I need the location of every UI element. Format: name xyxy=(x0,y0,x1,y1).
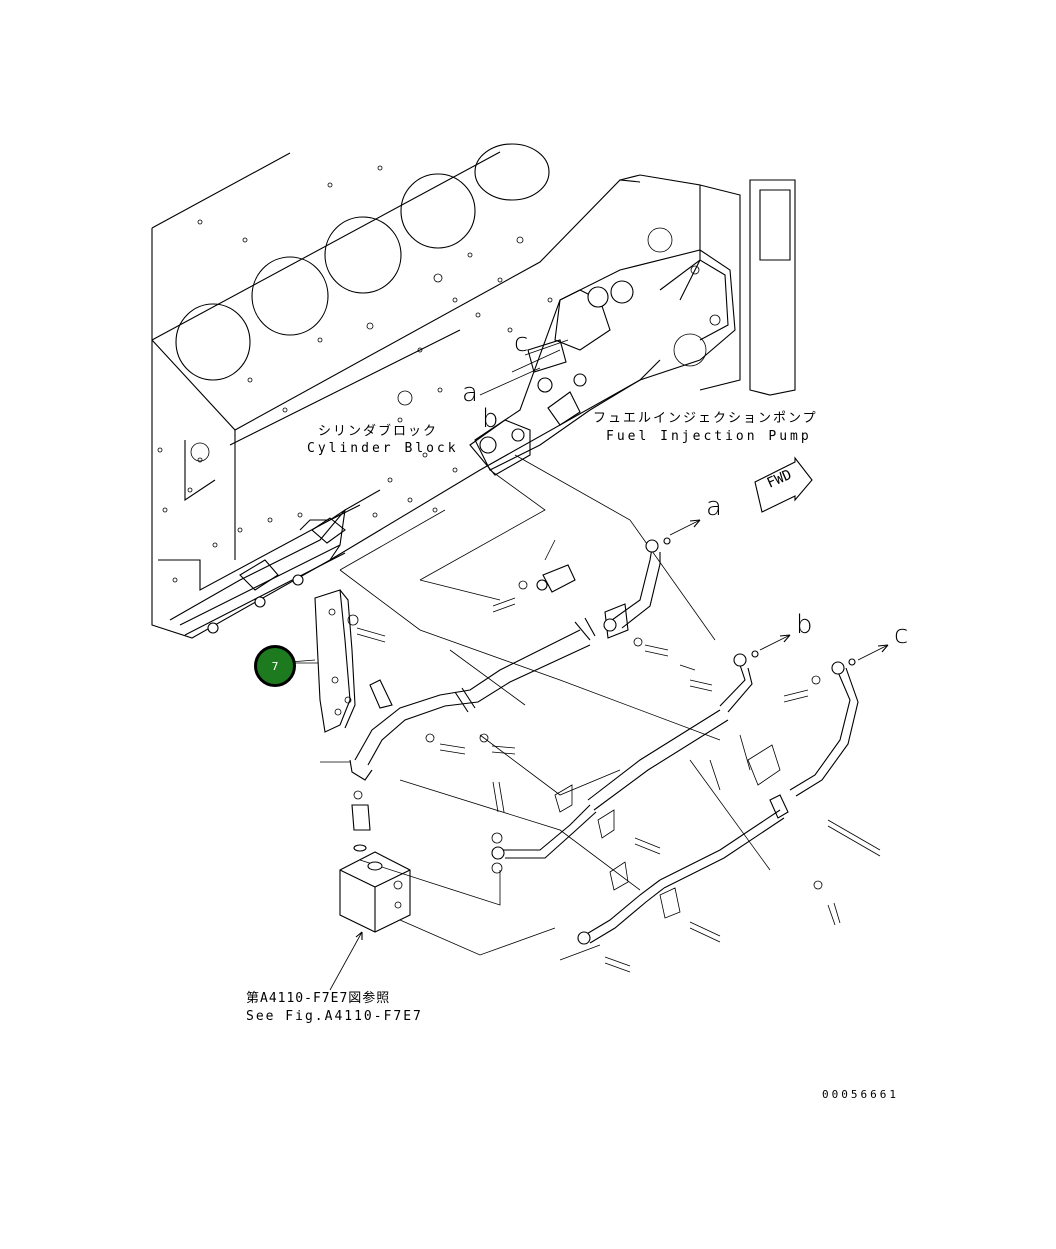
timing-housing xyxy=(647,179,796,396)
fuel-injection-pump xyxy=(469,249,736,476)
valve-block xyxy=(339,790,411,933)
see-fig-leader xyxy=(329,931,363,991)
arrow-c-label: c xyxy=(894,620,909,650)
part-callout-number: 7 xyxy=(271,659,279,673)
cylinder-block xyxy=(151,143,701,639)
port-c-label: c xyxy=(514,328,529,358)
arrow-a-label: a xyxy=(706,492,722,522)
port-b-label: b xyxy=(482,404,499,434)
see-fig-label-jp: 第A4110-F7E7図参照 xyxy=(246,991,391,1006)
pipe-c xyxy=(577,658,859,945)
connection-arrows xyxy=(669,519,889,661)
fuel-pump-label-jp: フュエルインジェクションポンプ xyxy=(593,411,818,426)
pipe-b xyxy=(491,650,759,860)
pipe-a xyxy=(536,537,671,639)
fuel-pump-label-en: Fuel Injection Pump xyxy=(606,429,812,444)
cylinder-block-label-en: Cylinder Block xyxy=(307,441,459,456)
drawing-number: 00056661 xyxy=(822,1088,899,1101)
fwd-arrow xyxy=(754,456,813,513)
mounting-bracket xyxy=(314,589,356,733)
arrow-b-label: b xyxy=(796,610,813,640)
part-callout-7[interactable]: 7 xyxy=(254,645,296,687)
pump-port-leaders xyxy=(479,339,569,396)
hose-main xyxy=(349,617,596,781)
port-a-label: a xyxy=(462,378,478,408)
see-fig-label-en: See Fig.A4110-F7E7 xyxy=(246,1009,423,1024)
cylinder-block-label-jp: シリンダブロック xyxy=(318,424,439,439)
leader-lines xyxy=(289,454,771,961)
see-fig-arrowhead xyxy=(355,931,363,940)
bolts-and-washers xyxy=(347,580,881,973)
